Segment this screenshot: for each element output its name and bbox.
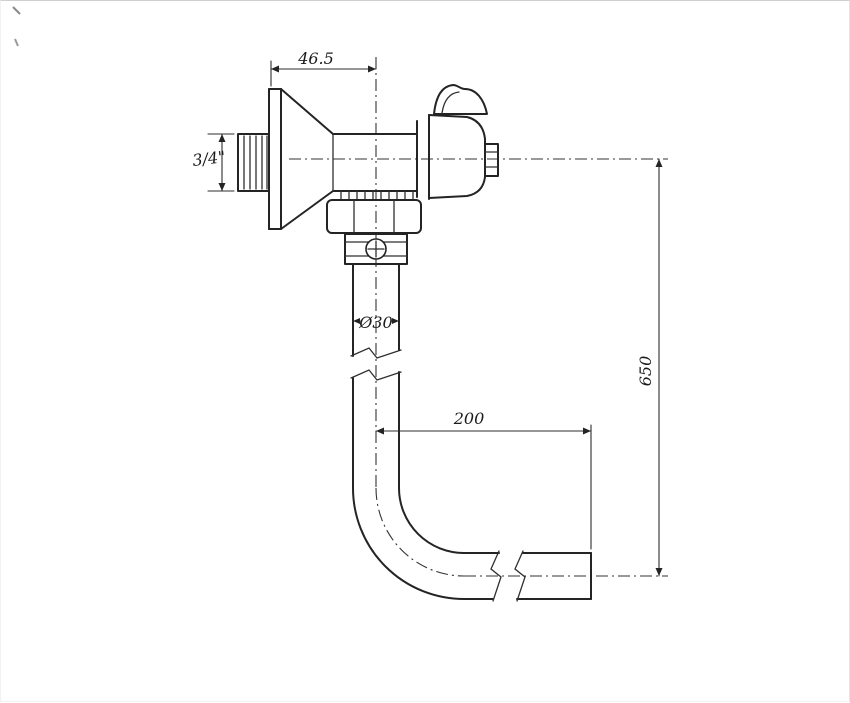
dimension-reach: 200 bbox=[375, 409, 592, 550]
nut-facets bbox=[353, 199, 395, 234]
arrowhead bbox=[655, 568, 663, 576]
dimension-inlet-thread: 3/4" bbox=[191, 133, 235, 192]
dimension-offset: 46.5 bbox=[270, 49, 377, 87]
dimension-height: 650 bbox=[636, 158, 663, 577]
inlet-nipple bbox=[237, 133, 270, 192]
valve-body bbox=[332, 133, 418, 192]
dim-offset-label: 46.5 bbox=[297, 49, 334, 68]
arrowhead bbox=[353, 318, 360, 324]
valve-bonnet bbox=[416, 114, 486, 200]
dim-reach-label: 200 bbox=[453, 409, 485, 428]
arrowhead bbox=[376, 427, 384, 435]
arrowhead bbox=[218, 183, 226, 191]
outlet-stub bbox=[484, 143, 499, 177]
down-pipe bbox=[350, 263, 402, 489]
extension-line bbox=[207, 133, 235, 192]
pipe-break-line bbox=[350, 347, 402, 359]
elbow-axis-centerline bbox=[375, 487, 465, 577]
arrowhead bbox=[271, 65, 279, 73]
arrowhead bbox=[368, 65, 376, 73]
centerlines bbox=[289, 57, 668, 577]
dimension-pipe-diameter: Ø30 bbox=[353, 313, 399, 332]
scan-artifact bbox=[12, 6, 21, 47]
outlet-pipe bbox=[463, 550, 592, 602]
pipe-break-line bbox=[350, 369, 402, 381]
arrowhead bbox=[655, 159, 663, 167]
dim-inlet-label: 3/4" bbox=[191, 147, 226, 170]
dim-height-label: 650 bbox=[636, 356, 655, 387]
nipple-outline bbox=[237, 133, 270, 192]
pipe-break-line bbox=[514, 550, 526, 602]
compression-fitting bbox=[344, 233, 408, 265]
arrowhead bbox=[218, 134, 226, 142]
pipe-break-line bbox=[490, 550, 502, 602]
stub-threads bbox=[484, 151, 499, 168]
escutcheon-flange bbox=[268, 88, 334, 230]
coupling-nut bbox=[326, 199, 422, 234]
nipple-threads bbox=[243, 135, 268, 190]
pipe-elbow bbox=[352, 487, 465, 600]
dim-diameter-label: Ø30 bbox=[358, 313, 392, 332]
screw-cross-slot bbox=[367, 240, 385, 258]
arrowhead bbox=[392, 318, 399, 324]
threaded-joint bbox=[340, 190, 414, 201]
flange-cone bbox=[280, 88, 334, 230]
arrowhead bbox=[583, 427, 591, 435]
valve-handle bbox=[433, 84, 488, 115]
